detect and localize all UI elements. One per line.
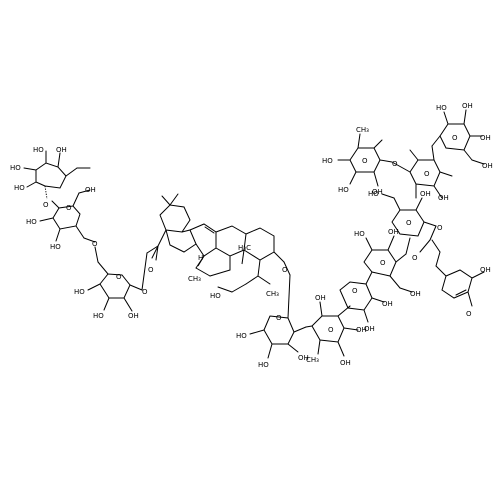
sugar-ring-arabinose <box>249 261 307 359</box>
label-o: O <box>282 266 288 274</box>
label-o: O <box>466 310 472 318</box>
label-o: O <box>328 326 334 334</box>
label-o: O <box>362 157 368 165</box>
label-oh: OH <box>482 162 493 170</box>
label-oh: OH <box>315 294 326 302</box>
aromatic-ring <box>435 251 485 307</box>
label-ch3: CH₃ <box>356 126 369 134</box>
label-ho: HO <box>210 292 221 300</box>
label-ho: HO <box>74 288 85 296</box>
sugar-ring-top-middle <box>337 133 411 187</box>
label-ho: HO <box>436 104 447 112</box>
sugar-ring-glucose-middle <box>363 235 413 293</box>
sugar-ring-top-right <box>409 145 453 199</box>
label-o: O <box>406 219 412 227</box>
label-ho: HO <box>258 361 269 369</box>
sugar-ring-top-far-right <box>431 109 485 165</box>
label-o: O <box>92 240 98 248</box>
sugar-ring-glucose-ester <box>381 193 441 255</box>
label-oh: OH <box>480 266 491 274</box>
label-o: O <box>352 287 358 295</box>
label-o: O <box>380 259 386 267</box>
label-o: O <box>148 266 154 274</box>
label-oh: OH <box>420 190 431 198</box>
label-o: O <box>437 224 443 232</box>
label-o: O <box>43 201 49 209</box>
label-oh: OH <box>128 312 139 320</box>
label-ch3: CH₃ <box>266 290 279 298</box>
sugar-ring-xylose <box>339 271 385 323</box>
label-o: O <box>142 288 148 296</box>
label-ch3: CH₃ <box>306 356 319 364</box>
label-ho: HO <box>10 164 21 172</box>
label-o: O <box>452 134 458 142</box>
label-ho: HO <box>26 218 37 226</box>
label-oh: OH <box>298 354 309 362</box>
label-ho: HO <box>368 190 379 198</box>
label-oh: OH <box>340 359 351 367</box>
label-ho: HO <box>322 157 333 165</box>
label-ho: HO <box>33 146 44 154</box>
label-oh: OH <box>372 188 383 196</box>
label-oh: OH <box>438 194 449 202</box>
sugar-ring-left-middle <box>39 189 96 243</box>
aglycone-rings <box>141 193 285 293</box>
label-o: O <box>392 160 398 168</box>
label-oh: OH <box>382 300 393 308</box>
sugar-ring-far-left-top <box>23 150 91 200</box>
label-oh: OH <box>364 325 375 333</box>
label-ho: HO <box>354 230 365 238</box>
label-ch3-right: H₃C <box>238 244 251 252</box>
label-oh: OH <box>85 186 96 194</box>
label-o: O <box>276 314 282 322</box>
sugar-ring-left-lower <box>87 246 143 312</box>
label-h: H <box>198 254 203 262</box>
label-ho: HO <box>338 186 349 194</box>
label-ch3-left: CH₃ <box>188 275 201 283</box>
label-oh: OH <box>410 290 421 298</box>
label-ho: HO <box>50 243 61 251</box>
label-ho: HO <box>236 332 247 340</box>
label-oh: OH <box>356 326 367 334</box>
label-ho: HO <box>93 312 104 320</box>
label-o: O <box>424 170 430 178</box>
label-oh: OH <box>462 102 473 110</box>
label-o: O <box>412 254 418 262</box>
label-ho: HO <box>14 184 25 192</box>
label-o: O <box>116 273 122 281</box>
label-oh: OH <box>56 146 67 154</box>
label-o: O <box>66 204 72 212</box>
label-oh: OH <box>480 134 491 142</box>
label-oh: OH <box>388 228 399 236</box>
